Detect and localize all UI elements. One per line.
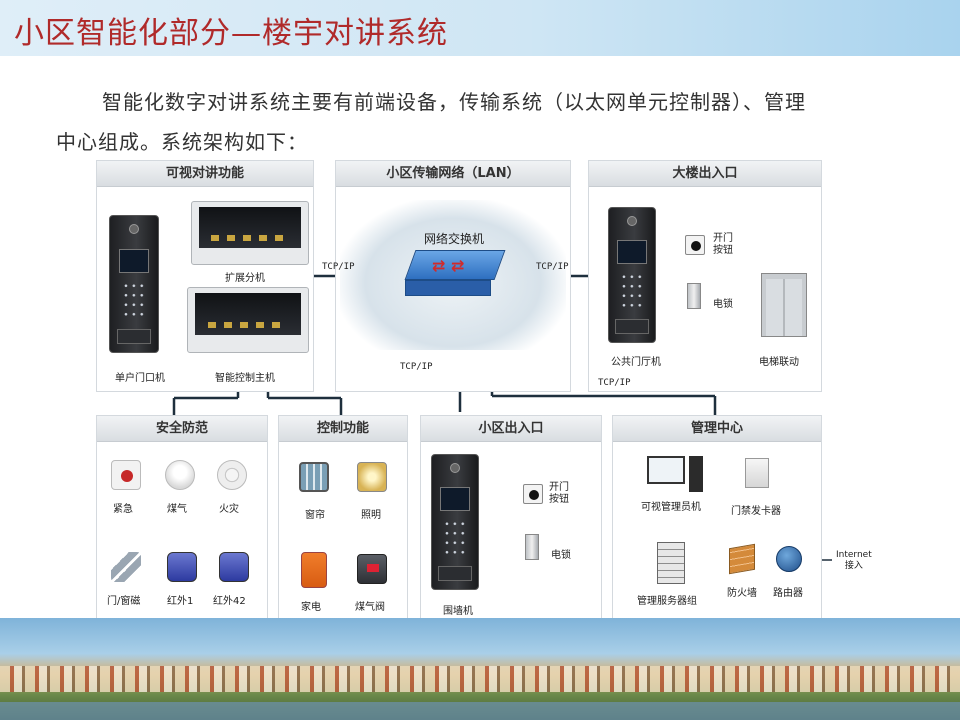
elevator-label: 电梯联动 (759, 357, 799, 368)
server-label: 管理服务器组 (637, 596, 697, 607)
open-button-label: 开门 按钮 (549, 482, 569, 505)
door-unit-label: 单户门口机 (115, 373, 165, 384)
public-door-label: 公共门厅机 (611, 357, 661, 368)
security-item-label: 火灾 (219, 504, 239, 515)
control-item-label: 窗帘 (305, 510, 325, 521)
panel-title: 控制功能 (279, 416, 407, 442)
open-button-icon (523, 484, 543, 504)
control-item-label: 煤气阀 (355, 602, 385, 613)
lock-label: 电锁 (713, 299, 733, 310)
panel-title: 小区传输网络（LAN） (336, 161, 570, 187)
extension-monitor-device (191, 201, 309, 265)
security-item-label: 门/窗磁 (107, 596, 141, 607)
infrared-sensor-icon (219, 552, 249, 582)
security-item-label: 煤气 (167, 504, 187, 515)
tcp-label-left: TCP/IP (322, 262, 355, 272)
firewall-icon (729, 543, 755, 575)
card-issuer-label: 门禁发卡器 (731, 506, 781, 517)
firewall-label: 防火墙 (727, 588, 757, 599)
panel-building-entrance: 大楼出入口 开门 按钮 电锁 公共门厅机 电梯联动 (588, 160, 822, 392)
control-item-label: 家电 (301, 602, 321, 613)
gas-detector-icon (165, 460, 195, 490)
router-icon (776, 546, 802, 572)
smoke-detector-icon (217, 460, 247, 490)
infrared-sensor-icon (167, 552, 197, 582)
panel-management: 管理中心 可视管理员机 门禁发卡器 管理服务器组 防火墙 路由器 (612, 415, 822, 621)
lock-label: 电锁 (551, 550, 571, 561)
router-label: 路由器 (773, 588, 803, 599)
open-button-label: 开门 按钮 (713, 233, 733, 256)
light-icon (357, 462, 387, 492)
main-control-monitor-device (187, 287, 309, 353)
internet-label: Internet 接入 (836, 550, 872, 571)
ext-unit-label: 扩展分机 (225, 273, 265, 284)
admin-pc-label: 可视管理员机 (641, 502, 701, 513)
security-item-label: 紧急 (113, 504, 133, 515)
wall-unit-label: 围墙机 (443, 606, 473, 617)
card-issuer-icon (745, 458, 769, 488)
page-title: 小区智能化部分—楼宇对讲系统 (14, 16, 448, 51)
tcp-label-bottom: TCP/IP (400, 362, 433, 372)
public-door-device (608, 207, 656, 343)
curtain-icon (299, 462, 329, 492)
door-magnet-icon (111, 552, 141, 582)
intro-text: 智能化数字对讲系统主要有前端设备，传输系统（以太网单元控制器）、管理中心组成。系… (56, 90, 806, 154)
server-icon (657, 542, 685, 584)
security-item-label: 红外1 (167, 596, 194, 607)
lock-icon (687, 283, 701, 309)
lock-icon (525, 534, 539, 560)
main-unit-label: 智能控制主机 (215, 373, 275, 384)
switch-label: 网络交换机 (424, 232, 485, 246)
open-button-icon (685, 235, 705, 255)
tcp-label-building: TCP/IP (598, 378, 631, 388)
title-bar: 小区智能化部分—楼宇对讲系统 (0, 0, 960, 56)
panel-title: 安全防范 (97, 416, 267, 442)
security-item-label: 红外42 (213, 596, 246, 607)
network-switch-icon: ⇄ ⇄ (404, 250, 506, 298)
panel-security: 安全防范 紧急 煤气 火灾 门/窗磁 红外1 红外42 (96, 415, 268, 621)
panel-title: 管理中心 (613, 416, 821, 442)
panel-visual-intercom: 可视对讲功能 扩展分机 单户门口机 智能控制主机 (96, 160, 314, 392)
elevator-icon (761, 273, 807, 337)
panel-title: 小区出入口 (421, 416, 601, 442)
panel-title: 可视对讲功能 (97, 161, 313, 187)
wall-unit-device (431, 454, 479, 590)
door-unit-device (109, 215, 159, 353)
tcp-label-right: TCP/IP (536, 262, 569, 272)
panel-title: 大楼出入口 (589, 161, 821, 187)
control-item-label: 照明 (361, 510, 381, 521)
coastal-town-photo (0, 618, 960, 720)
panel-control: 控制功能 窗帘 照明 家电 煤气阀 (278, 415, 408, 621)
emergency-icon (111, 460, 141, 490)
panel-community-entrance: 小区出入口 开门 按钮 电锁 围墙机 (420, 415, 602, 621)
appliance-icon (301, 552, 327, 588)
gas-valve-icon (357, 554, 387, 584)
